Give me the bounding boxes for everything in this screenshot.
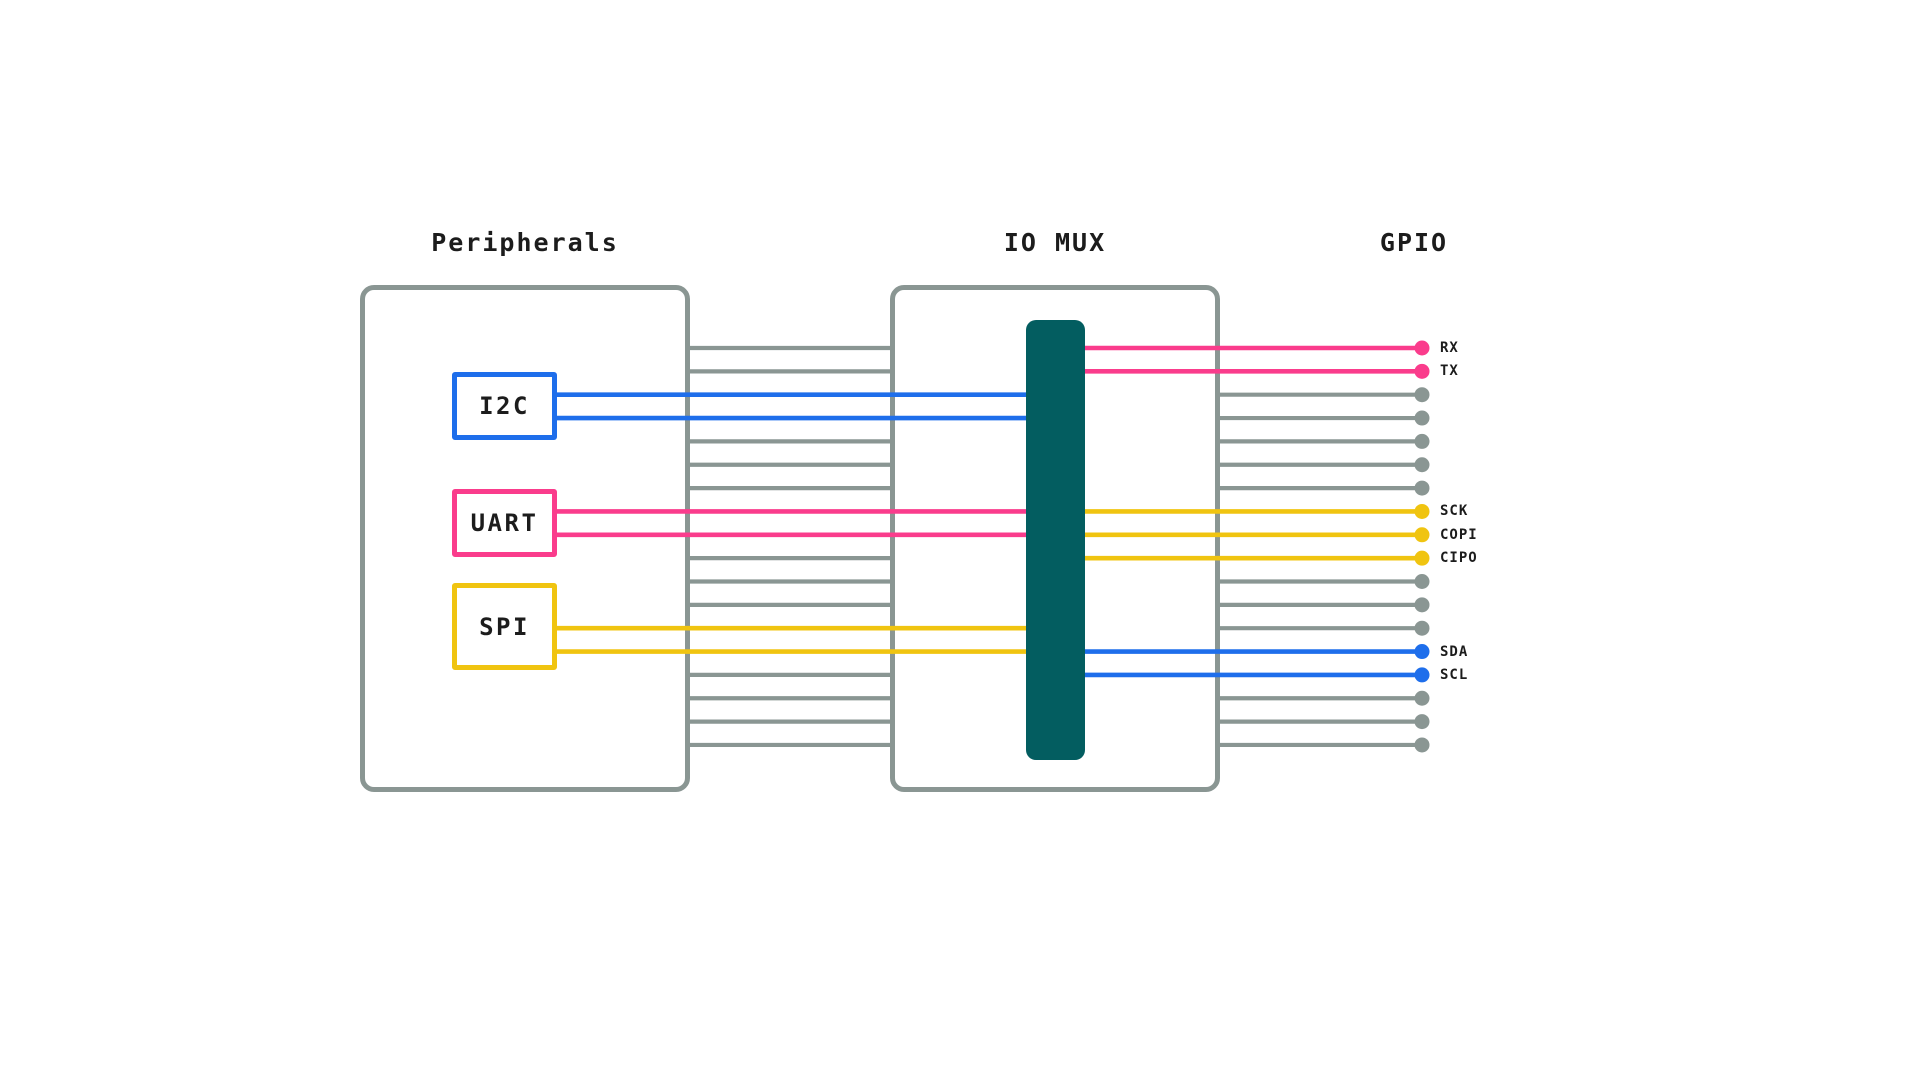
peripheral-label: UART	[470, 509, 539, 537]
gpio-pin-dot	[1414, 503, 1430, 519]
gpio-pin-dot	[1414, 433, 1430, 449]
gpio-pin-dot	[1414, 457, 1430, 473]
peripheral-box-i2c: I2C	[452, 372, 557, 440]
gpio-pin-label-scl: SCL	[1440, 666, 1469, 683]
gpio-title: GPIO	[1379, 228, 1449, 257]
gpio-pin-label-tx: TX	[1440, 363, 1459, 380]
gpio-pin-dot	[1414, 597, 1430, 613]
gpio-pin-label-sda: SDA	[1440, 643, 1469, 660]
peripheral-box-spi: SPI	[452, 583, 557, 670]
gpio-pin-label-rx: RX	[1440, 340, 1459, 356]
gpio-pin-dot	[1414, 527, 1430, 543]
peripheral-box-uart: UART	[452, 489, 557, 557]
peripheral-label: I2C	[479, 392, 530, 420]
gpio-pin-dot	[1414, 480, 1430, 496]
mux-core	[1026, 320, 1085, 760]
gpio-pin-dot	[1414, 550, 1430, 566]
gpio-pin-dot	[1414, 644, 1430, 660]
gpio-pin-label-sck: SCK	[1440, 503, 1469, 520]
gpio-pin-dot	[1414, 714, 1430, 730]
gpio-pin-label-cipo: CIPO	[1440, 550, 1478, 567]
gpio-pin-dot	[1414, 667, 1430, 683]
gpio-pin-dot	[1414, 363, 1430, 379]
gpio-pin-label-copi: COPI	[1440, 526, 1478, 543]
peripherals-title: Peripherals	[431, 228, 619, 257]
gpio-pin-dot	[1414, 737, 1430, 753]
gpio-pin-dot	[1414, 574, 1430, 589]
gpio-pin-dot	[1414, 690, 1430, 706]
gpio-pin-dot	[1414, 620, 1430, 636]
iomux-title: IO MUX	[1003, 228, 1107, 257]
gpio-pin-dot	[1414, 387, 1430, 403]
gpio-pin-dot	[1414, 340, 1430, 356]
gpio-pin-dot	[1414, 410, 1430, 426]
peripheral-label: SPI	[479, 612, 530, 641]
